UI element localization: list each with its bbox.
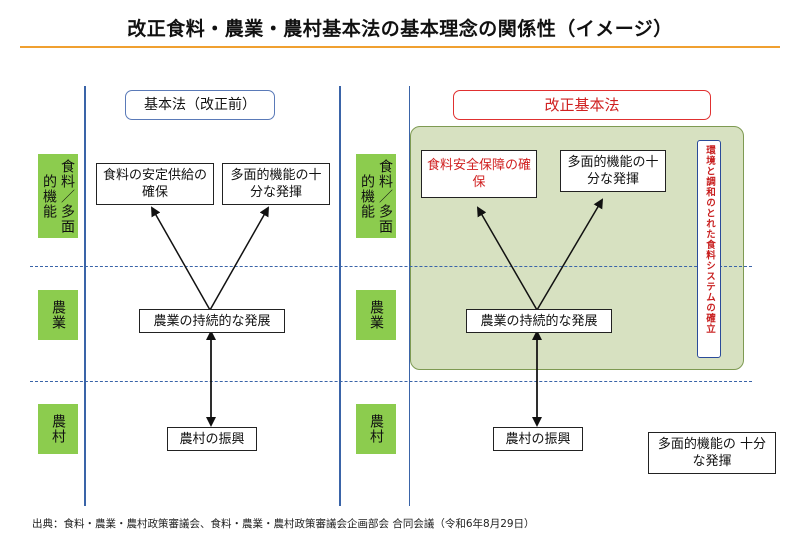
arrow-left-to-food — [151, 206, 211, 311]
old-multifunction-box: 多面的機能の十分な発揮 — [222, 163, 330, 205]
old-food-supply-box: 食料の安定供給の確保 — [96, 163, 214, 205]
right-section-divider — [409, 86, 410, 506]
new-agri-development-box: 農業の持続的な発展 — [466, 309, 612, 333]
center-divider — [339, 86, 341, 506]
row-label-rural-left: 農村 — [38, 404, 78, 454]
arrow-right-to-multi — [536, 198, 604, 311]
new-rural-promotion-box: 農村の振興 — [493, 427, 583, 451]
arrow-left-to-multi — [209, 206, 269, 311]
row-label-agri-right: 農業 — [356, 290, 396, 340]
food-system-vertical-box: 環境と調和のとれた食料システムの確立 — [697, 140, 721, 358]
arrow-right-to-food — [476, 206, 538, 311]
row-label-food-left: 食料／多面的機能 — [38, 154, 78, 238]
left-section-divider — [84, 86, 86, 506]
row-label-rural-right: 農村 — [356, 404, 396, 454]
row-label-food-right: 食料／多面的機能 — [356, 154, 396, 238]
title-underline — [20, 46, 780, 48]
multifunction-outside-box: 多面的機能の 十分な発揮 — [648, 432, 776, 474]
old-agri-development-box: 農業の持続的な発展 — [139, 309, 285, 333]
row-divider-upper — [30, 266, 752, 267]
header-old-law: 基本法（改正前） — [125, 90, 275, 120]
header-revised-law: 改正基本法 — [453, 90, 711, 120]
page-title: 改正食料・農業・農村基本法の基本理念の関係性（イメージ） — [127, 18, 673, 40]
new-multifunction-box: 多面的機能の十分な発揮 — [560, 150, 666, 192]
old-rural-promotion-box: 農村の振興 — [167, 427, 257, 451]
row-label-agri-left: 農業 — [38, 290, 78, 340]
source-footnote: 出典：食料・農業・農村政策審議会、食料・農業・農村政策審議会企画部会 合同会議（… — [32, 518, 535, 530]
row-divider-lower — [30, 381, 752, 382]
new-food-security-box: 食料安全保障の確保 — [421, 150, 537, 198]
